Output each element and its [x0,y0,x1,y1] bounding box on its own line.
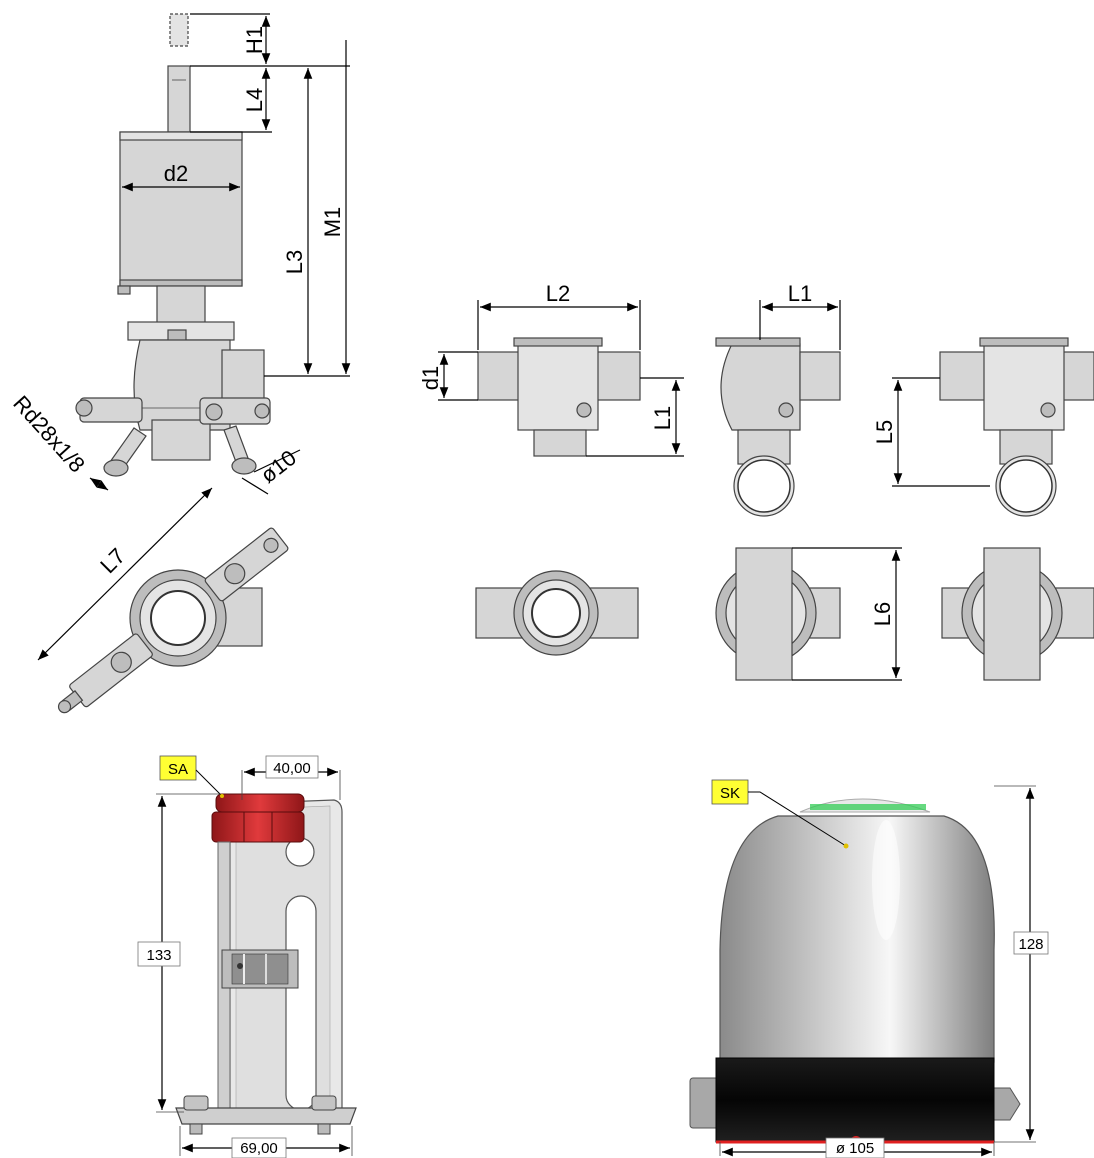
label-SK: SK [720,785,740,802]
label-L1-horizontal: L1 [788,281,812,306]
stem-top-dashed [169,13,189,47]
body-front-view-3: L5 [872,337,1094,517]
neck [156,285,206,325]
label-L4: L4 [242,88,267,112]
led-strip [810,804,926,810]
actuator-body [119,131,243,287]
label-128: 128 [1018,936,1043,953]
label-H1: H1 [242,26,267,54]
body-top-view-2: L6 [715,547,902,681]
label-105: ø 105 [836,1140,874,1157]
red-cap [211,811,305,843]
label-M1: M1 [320,207,345,238]
label-L5: L5 [872,420,897,444]
label-d10: ø10 [256,445,301,488]
label-L7: L7 [95,543,130,578]
label-133: 133 [146,947,171,964]
label-40: 40,00 [273,760,311,777]
body-top-view-1 [475,570,639,656]
bottom-port [151,419,211,461]
black-base-band [715,1057,995,1143]
label-d1: d1 [418,366,443,390]
valve-side-view: H1 L4 d2 L3 M1 Rd28x1/8 ø10 [8,13,351,495]
base-plate [175,1107,357,1125]
valve-top-view-rotated: L7 [37,487,289,714]
body-front-view-2: L1 [715,281,841,517]
label-L2: L2 [546,281,570,306]
label-69: 69,00 [240,1140,278,1157]
label-L1-vertical: L1 [650,406,675,430]
label-d2: d2 [164,161,188,186]
label-L3: L3 [282,250,307,274]
label-L6: L6 [870,602,895,626]
body-front-view-1: L2 d1 L1 [418,281,684,457]
control-head: SK 128 ø 105 [689,779,1049,1158]
dome-body [719,815,995,1063]
stem [167,65,191,133]
sensor-bracket: SA 40,00 133 69,00 [137,755,357,1158]
body-top-view-3 [941,547,1094,681]
label-SA: SA [168,761,188,778]
tag-SK [711,779,749,805]
tag-SA [159,755,197,781]
